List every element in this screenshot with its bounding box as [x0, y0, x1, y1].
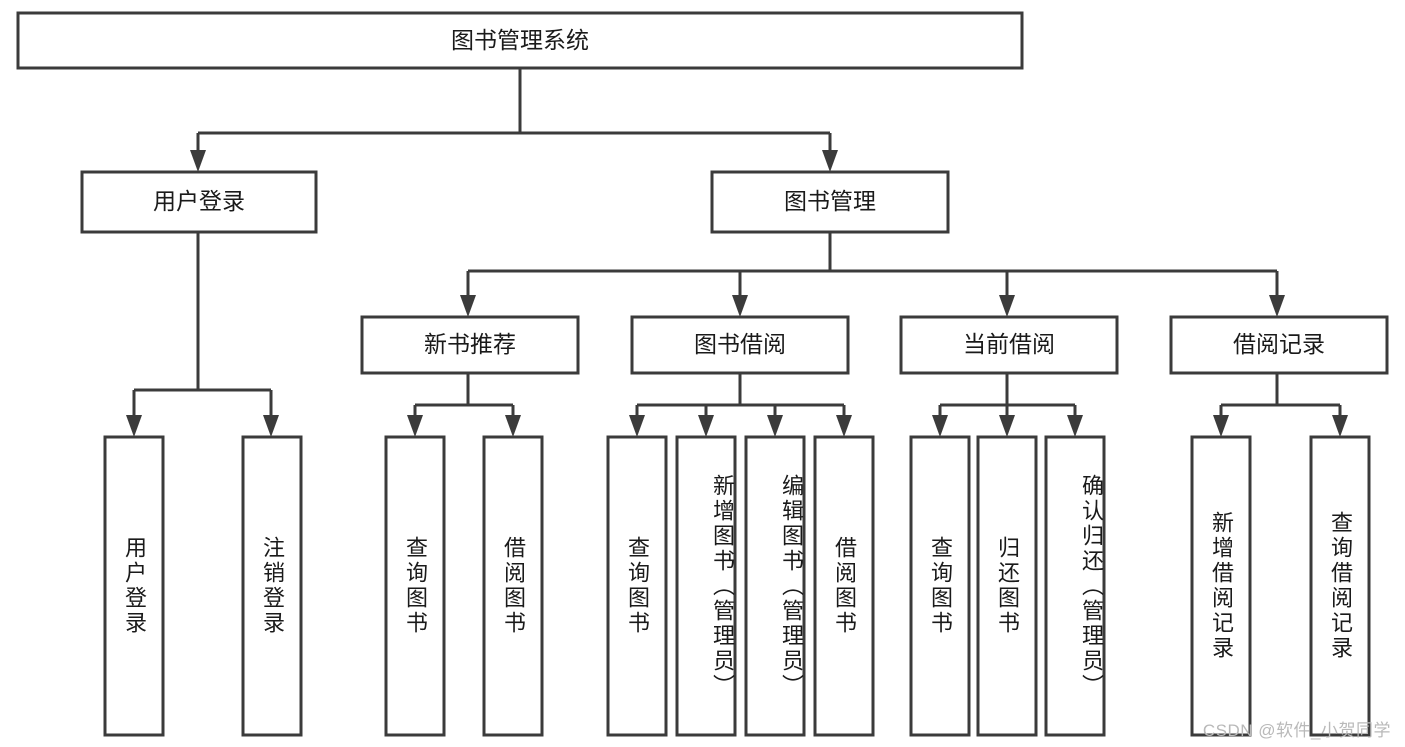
- csdn-watermark: CSDN @软件_小贺同学: [1202, 721, 1391, 740]
- connector-borrow-record-to-leaves: [1213, 373, 1348, 437]
- leaf-box-user-login[interactable]: [103, 435, 165, 737]
- connector-book-mgmt-to-level3: [460, 232, 1285, 317]
- arrow-head-icon: [822, 150, 838, 172]
- leaf-box-query-book-1[interactable]: [384, 435, 446, 737]
- node-new-book-recommend-label: 新书推荐: [424, 331, 516, 357]
- node-borrow-record-label: 借阅记录: [1233, 331, 1325, 357]
- node-current-borrow-label: 当前借阅: [963, 331, 1055, 357]
- arrow-head-icon: [460, 295, 476, 317]
- node-book-borrow-label: 图书借阅: [694, 331, 786, 357]
- leaf-box-add-book-admin[interactable]: [675, 435, 737, 737]
- leaf-box-confirm-return-admin[interactable]: [1044, 435, 1106, 737]
- leaf-box-borrow-book-1[interactable]: [482, 435, 544, 737]
- node-user-login[interactable]: [80, 170, 318, 234]
- node-borrow-record[interactable]: [1169, 315, 1389, 375]
- connector-root-to-level2: [190, 68, 838, 172]
- arrow-head-icon: [732, 295, 748, 317]
- node-book-management[interactable]: [710, 170, 950, 234]
- leaf-box-borrow-book-2[interactable]: [813, 435, 875, 737]
- arrow-head-icon: [932, 415, 948, 437]
- arrow-head-icon: [190, 150, 206, 172]
- leaf-box-add-borrow-record[interactable]: [1190, 435, 1252, 737]
- leaf-box-query-book-2[interactable]: [606, 435, 668, 737]
- leaf-box-query-book-3[interactable]: [909, 435, 971, 737]
- node-current-borrow[interactable]: [899, 315, 1119, 375]
- arrow-head-icon: [263, 415, 279, 437]
- node-user-login-label: 用户登录: [153, 188, 245, 214]
- arrow-head-icon: [698, 415, 714, 437]
- arrow-head-icon: [999, 295, 1015, 317]
- leaf-box-edit-book-admin[interactable]: [744, 435, 806, 737]
- arrow-head-icon: [126, 415, 142, 437]
- node-book-borrow[interactable]: [630, 315, 850, 375]
- arrow-head-icon: [629, 415, 645, 437]
- arrow-head-icon: [1213, 415, 1229, 437]
- node-root[interactable]: [16, 11, 1024, 70]
- arrow-head-icon: [1269, 295, 1285, 317]
- arrow-head-icon: [999, 415, 1015, 437]
- node-root-label: 图书管理系统: [451, 27, 589, 53]
- connector-book-borrow-to-leaves: [629, 373, 852, 437]
- leaf-box-logout-login[interactable]: [241, 435, 303, 737]
- arrow-head-icon: [836, 415, 852, 437]
- connector-user-login-to-leaves: [126, 232, 279, 437]
- connector-current-borrow-to-leaves: [932, 373, 1083, 437]
- arrow-head-icon: [767, 415, 783, 437]
- leaf-box-return-book[interactable]: [976, 435, 1038, 737]
- arrow-head-icon: [1332, 415, 1348, 437]
- node-new-book-recommend[interactable]: [360, 315, 580, 375]
- leaf-box-query-borrow-record[interactable]: [1309, 435, 1371, 737]
- arrow-head-icon: [505, 415, 521, 437]
- arrow-head-icon: [1067, 415, 1083, 437]
- arrow-head-icon: [407, 415, 423, 437]
- connector-new-book-to-leaves: [407, 373, 521, 437]
- node-book-management-label: 图书管理: [784, 188, 876, 214]
